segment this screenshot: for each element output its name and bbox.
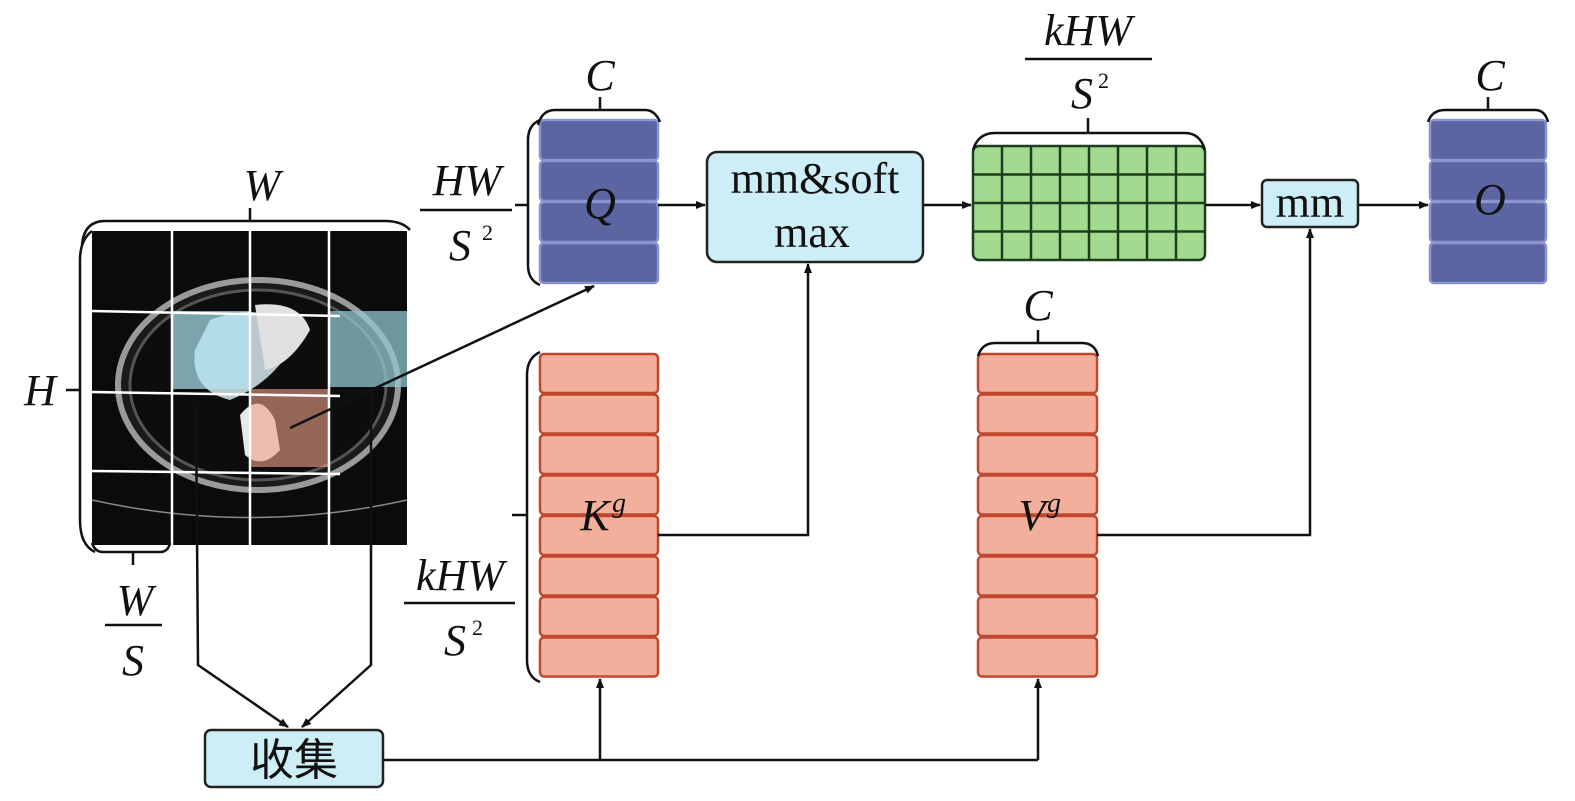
softmax-label-line2: max — [774, 208, 850, 257]
mm-softmax-box — [705, 150, 925, 264]
query-region-highlight — [329, 311, 407, 387]
token-cell — [538, 555, 660, 597]
query-block — [538, 118, 660, 285]
token-cell — [538, 474, 660, 516]
token-cell — [976, 393, 1099, 435]
width-bracket — [80, 219, 411, 246]
token-cell — [538, 433, 660, 476]
token-cell — [538, 393, 660, 435]
value-channel-label: C — [1023, 281, 1053, 330]
key-length-denominator: S — [444, 616, 466, 665]
token-cell — [538, 636, 660, 678]
attention-map — [971, 144, 1207, 262]
token-cell — [976, 474, 1099, 516]
attention-width-numerator: kHW — [1044, 6, 1135, 55]
key-superscript: g — [612, 488, 626, 519]
superscript: 2 — [482, 220, 493, 245]
superscript: 2 — [1098, 68, 1109, 93]
window-width-numerator: W — [117, 576, 157, 625]
ct-image — [92, 231, 407, 545]
window-width-denominator: S — [122, 636, 144, 685]
output-label: O — [1474, 175, 1506, 224]
query-channel-label: C — [585, 51, 615, 100]
gather-box — [203, 728, 385, 789]
value-label: V — [1019, 491, 1051, 540]
key-block — [538, 352, 660, 678]
token-cell — [976, 555, 1099, 597]
token-cell — [976, 352, 1099, 395]
mm-box — [1260, 178, 1360, 229]
flow-arrows — [194, 201, 1429, 762]
query-region-highlight — [172, 311, 250, 389]
token-cell — [538, 595, 660, 638]
output-channel-label: C — [1475, 51, 1505, 100]
width-label: W — [244, 161, 284, 210]
token-cell — [538, 352, 660, 395]
softmax-label-line1: mm&soft — [731, 154, 900, 203]
height-label: H — [23, 366, 58, 415]
token-cell — [976, 636, 1099, 678]
value-superscript: g — [1047, 488, 1061, 519]
value-block — [976, 352, 1099, 678]
query-length-denominator: S — [449, 221, 471, 270]
query-length-numerator: HW — [432, 156, 505, 205]
attention-width-denominator: S — [1071, 69, 1093, 118]
output-block — [1428, 118, 1548, 285]
key-label: K — [579, 491, 612, 540]
window-width-bracket — [90, 542, 172, 554]
key-region-highlight — [250, 389, 328, 467]
mm-label: mm — [1276, 178, 1344, 227]
query-label: Q — [584, 179, 616, 228]
superscript: 2 — [472, 615, 483, 640]
token-cell — [976, 433, 1099, 476]
token-cell — [976, 595, 1099, 638]
gather-label: 收集 — [250, 735, 338, 786]
key-length-numerator: kHW — [416, 551, 507, 600]
window-grid — [92, 231, 341, 545]
